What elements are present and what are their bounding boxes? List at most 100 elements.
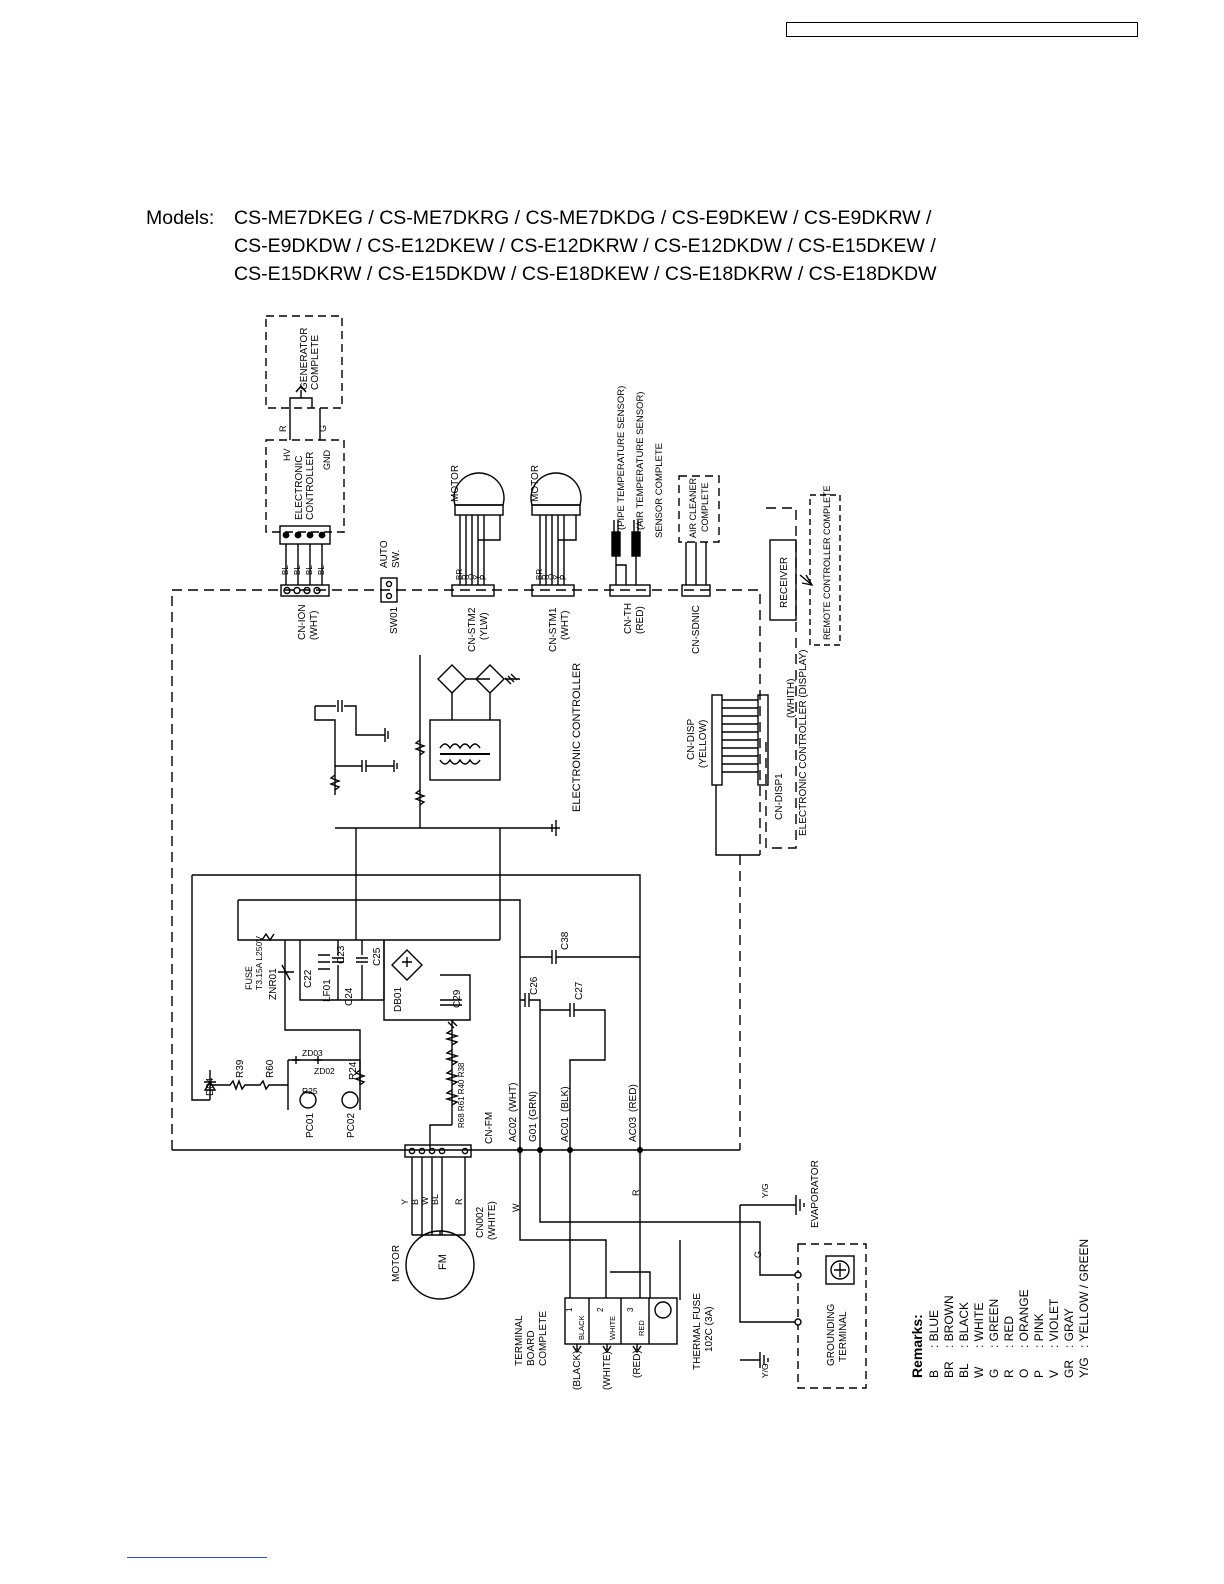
- transformer-leads: [419, 655, 520, 828]
- air-cleaner-wires: [685, 542, 707, 585]
- ground-symbol-box: [825, 1255, 855, 1285]
- auto-switch-contact-b: [385, 592, 393, 600]
- remark-code-v: V: [1047, 1370, 1061, 1378]
- wire-ac02: [519, 1150, 607, 1298]
- whith-label: (WHITH): [786, 679, 797, 718]
- pipe-sensor-label: (PIPE TEMPERATURE SENSOR): [616, 386, 627, 530]
- cn-fm-pins: [408, 1147, 469, 1155]
- tb-number-2: 2: [596, 1307, 605, 1312]
- grounding-terminal-points: [794, 1271, 802, 1326]
- db01-label: DB01: [393, 987, 404, 1012]
- fm-wire-b: B: [410, 1199, 420, 1205]
- air-sensor-label: (AIR TEMPERATURE SENSOR): [635, 392, 646, 530]
- cn-stm2-label: CN-STM2: [467, 607, 478, 652]
- fm-wire-r: R: [454, 1198, 464, 1205]
- ion-wire-2: BL: [293, 565, 302, 575]
- cn-disp-lead: [715, 785, 760, 856]
- air-cleaner-label-2: COMPLETE: [700, 482, 710, 532]
- tb-out-black: (BLACK): [572, 1351, 583, 1390]
- models-label: Models:: [146, 207, 215, 229]
- auto-switch: [380, 577, 398, 603]
- cn-disp-sub: (YELLOW): [698, 720, 709, 768]
- zd03-label: ZD03: [302, 1048, 323, 1058]
- r25-label: R25: [302, 1086, 318, 1096]
- ac01-label: AC01: [560, 1117, 571, 1142]
- sensor-complete-label: SENSOR COMPLETE: [654, 443, 665, 538]
- hv-label: HV: [282, 448, 292, 461]
- remote-signal-arrow: [799, 574, 814, 586]
- remark-name-gr: : GRAY: [1062, 1308, 1076, 1348]
- ground-symbol-mark: [834, 1263, 846, 1277]
- remark-name-o: : ORANGE: [1017, 1289, 1031, 1348]
- cn-stm1-sub: (WHT): [560, 611, 571, 640]
- cn002-sub: (WHITE): [487, 1201, 498, 1240]
- c24-label: C24: [344, 987, 355, 1006]
- ac03-label: AC03: [628, 1117, 639, 1142]
- terminal-board-label-1: TERMINAL: [514, 1315, 525, 1366]
- bridge-rectifier-a: [437, 664, 505, 694]
- ion-wire-3: BL: [305, 565, 314, 575]
- remark-name-bl: : BLACK: [957, 1302, 971, 1348]
- evaporator-label: EVAPORATOR: [810, 1160, 821, 1228]
- remark-code-gr: GR: [1062, 1360, 1076, 1378]
- remark-name-br: : BROWN: [942, 1295, 956, 1348]
- stm1-wire-r: R: [541, 574, 550, 580]
- cn-disp1-label: CN-DISP1: [774, 773, 785, 820]
- stm2-wire-p: P: [479, 575, 488, 580]
- ac01-color: (BLK): [560, 1086, 571, 1112]
- stm1-wire-br: BR: [535, 569, 544, 580]
- cn-disp-label: CN-DISP: [686, 719, 697, 760]
- grounding-label-2: TERMINAL: [838, 1311, 849, 1362]
- terminal-board-label-3: COMPLETE: [538, 1311, 549, 1366]
- tb-color-red: RED: [637, 1320, 646, 1336]
- motor-2-label: MOTOR: [450, 465, 461, 502]
- main-controller-label: ELECTRONIC CONTROLLER: [571, 663, 583, 812]
- yg-label-evap: Y/G: [760, 1183, 770, 1198]
- c23-label: C23: [336, 945, 347, 964]
- stepping-motor-2: [451, 472, 505, 597]
- c29-label: C29: [452, 989, 463, 1008]
- yg-ground-symbol: [740, 1352, 769, 1368]
- remote-controller-box: [809, 494, 841, 646]
- thermal-fuse-icon: [654, 1301, 672, 1319]
- r24-label: R24: [348, 1061, 359, 1080]
- cn-th-label: CN-TH: [623, 603, 634, 634]
- fan-motor-wires: [411, 1157, 466, 1235]
- cn-stm1-label: CN-STM1: [548, 607, 559, 652]
- c22-label: C22: [303, 969, 314, 988]
- zd02-label: ZD02: [314, 1066, 335, 1076]
- fan-motor-label: MOTOR: [391, 1245, 402, 1282]
- g-label: G: [753, 1251, 763, 1258]
- remark-code-w: W: [972, 1366, 986, 1378]
- cn-ion-connector: [280, 584, 330, 597]
- cn-fm-label: CN-FM: [484, 1112, 495, 1144]
- remark-name-b: : BLUE: [927, 1310, 941, 1348]
- sensor-complete: [609, 520, 651, 597]
- tb-number-3: 3: [626, 1307, 635, 1312]
- cn-sdnic-label: CN-SDNIC: [691, 605, 702, 654]
- grounding-terminal-box: [797, 1243, 867, 1389]
- remarks-title: Remarks:: [909, 1314, 925, 1378]
- generator-symbol: [289, 384, 313, 408]
- ac-capacitors: [520, 950, 640, 1150]
- tb-out-red: (RED): [632, 1350, 643, 1378]
- stm1-wire-p: P: [559, 575, 568, 580]
- ground-symbol-circle: [830, 1260, 850, 1280]
- transformer: [429, 719, 501, 781]
- thermal-fuse-rating: 102C (3A): [704, 1306, 715, 1352]
- cn-ion-pins: [283, 586, 321, 595]
- ground-rail: [335, 820, 560, 836]
- remark-code-br: BR: [942, 1361, 956, 1378]
- supply-drops: [355, 828, 501, 940]
- remark-name-yg: : YELLOW / GREEN: [1077, 1239, 1091, 1348]
- display-controller-label: ELECTRONIC CONTROLLER (DISPLAY): [798, 649, 809, 836]
- remark-name-p: : PINK: [1032, 1313, 1046, 1348]
- air-cleaner-box: [678, 475, 720, 543]
- ion-wires: [285, 544, 323, 585]
- stm2-wire-r: R: [461, 574, 470, 580]
- diagram-labels: GENERATOR COMPLETE R G HV GND ELECTRONIC…: [205, 328, 849, 1390]
- cn-sdnic-connector: [681, 584, 711, 597]
- c25-label: C25: [372, 947, 383, 966]
- pc02-label: PC02: [346, 1113, 357, 1138]
